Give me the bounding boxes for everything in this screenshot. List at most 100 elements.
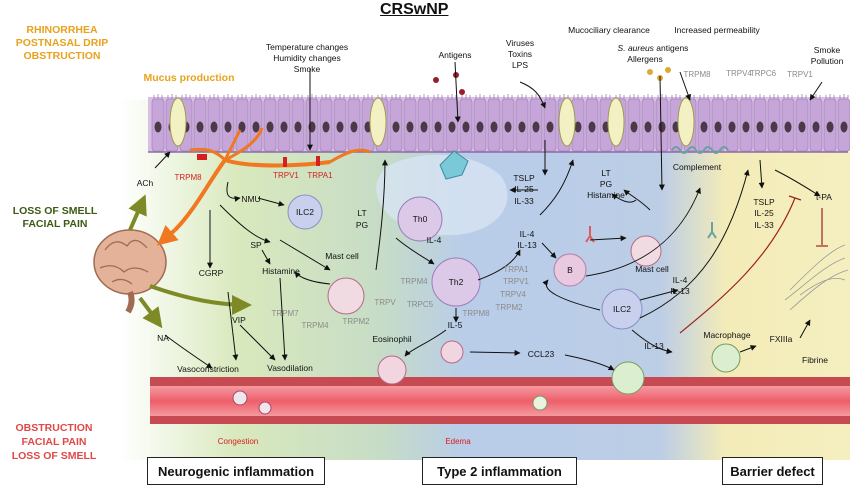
label-cgrp: CGRP [199,268,224,278]
label-humidity-changes: Humidity changes [273,53,341,63]
label-trpv-left: TRPV [374,298,396,307]
diagram-title: CRSwNP [380,1,449,18]
label-trpm7: TRPM7 [271,309,299,318]
label-il5: IL-5 [448,320,463,330]
vessel-cells [232,390,548,415]
label-trpm4-th2: TRPM4 [400,277,428,286]
label-trpm8-red: TRPM8 [174,173,202,182]
sensory-nerve [156,127,371,246]
label-allergens: Allergens [627,54,662,64]
side-loss-of-smell-bottom: LOSS OF SMELL [12,450,97,462]
ilc2-cell-right [601,288,643,330]
label-lps: LPS [512,60,528,70]
label-pollution: Pollution [811,56,844,66]
label-ilc2-left: ILC2 [296,207,314,217]
brain-output-arrows [128,194,252,329]
epithelium-layer [148,94,850,153]
label-trpa1-th2: TRPA1 [503,265,529,274]
signaling-arrows [154,61,823,371]
vessel-wall-top [150,377,850,386]
mast-cell-left [327,277,365,315]
label-lt-left: LT [357,208,366,218]
section-neurogenic: Neurogenic inflammation [147,457,325,485]
cells [287,150,741,395]
label-il4-th0: IL-4 [427,235,442,245]
side-obstruction-bottom: OBSTRUCTION [16,422,93,434]
label-b-cell: B [567,265,573,275]
label-fibrine: Fibrine [802,355,828,365]
antigen-particles [433,72,465,95]
label-il33-right: IL-33 [754,220,774,230]
label-il25-right: IL-25 [754,208,774,218]
label-pg-right: PG [600,179,612,189]
label-trpv1-th2: TRPV1 [503,277,529,286]
label-il13-right: IL-13 [670,286,690,296]
label-na: NA [157,333,169,343]
label-antigens: Antigens [438,50,471,60]
complement-chain [671,146,729,154]
label-il33-mid: IL-33 [514,196,534,206]
label-il13-mid: IL-13 [517,240,537,250]
label-lt-right: LT [601,168,610,178]
blood-vessel [150,386,850,416]
label-trpc6-top: TRPC6 [750,69,777,78]
label-tslp-right: TSLP [753,197,775,207]
ilc2-cell-left [287,194,323,230]
label-s-aureus-antigens: S. aureus antigens [618,43,689,53]
label-il25-mid: IL-25 [514,184,534,194]
label-histamine-left: Histamine [262,266,300,276]
label-ccl23: CCL23 [528,349,555,359]
allergen-particles [647,67,671,81]
label-viruses: Viruses [506,38,534,48]
b-cell [553,253,587,287]
fibrin-strands [784,244,849,311]
label-trpv1-red: TRPV1 [273,171,299,180]
label-th0: Th0 [413,214,428,224]
label-il4-mid: IL-4 [520,229,535,239]
label-temperature-changes: Temperature changes [266,42,348,52]
eosinophil-2 [440,340,464,364]
label-vasoconstriction: Vasoconstriction [177,364,239,374]
trpv1-channel [283,157,287,167]
label-ilc2-right: ILC2 [613,304,631,314]
label-trpm2-th2: TRPM2 [495,303,523,312]
label-eosinophil: Eosinophil [372,334,411,344]
label-edema: Edema [445,437,471,446]
side-postnasal-drip: POSTNASAL DRIP [16,37,109,49]
trpa1-channel [316,156,320,166]
label-trpm8-top: TRPM8 [683,70,711,79]
label-trpv4-th2: TRPV4 [500,290,526,299]
label-congestion: Congestion [218,437,258,446]
label-mucus-production: Mucus production [144,72,235,84]
label-trpm4-left: TRPM4 [301,321,329,330]
macrophage-cell [711,343,741,373]
mast-cell-right [630,235,662,267]
label-s-aureus: S. aureus [618,43,655,53]
dendritic-cell [439,150,469,180]
label-antigens-suffix: antigens [654,43,689,53]
label-il4-right: IL-4 [673,275,688,285]
label-trpm2-left: TRPM2 [342,317,370,326]
label-mast-cell-left: Mast cell [325,251,359,261]
label-mast-cell-right: Mast cell [635,264,669,274]
label-trpv1-top: TRPV1 [787,70,813,79]
side-facial-pain-bottom: FACIAL PAIN [22,436,87,448]
label-vip: VIP [232,315,246,325]
label-trpm8-th2: TRPM8 [462,309,490,318]
th0-cell [397,196,443,242]
eosinophil-1 [377,355,407,385]
label-ach: ACh [137,178,154,188]
section-type2: Type 2 inflammation [422,457,577,485]
label-macrophage: Macrophage [703,330,751,340]
side-obstruction-top: OBSTRUCTION [24,50,101,62]
label-trpc5: TRPC5 [407,300,434,309]
inhibition-lines [679,195,828,334]
monocyte [611,361,645,395]
th2-cell [431,257,481,307]
vessel-wall-bottom [150,416,850,424]
trpm8-channel [197,154,207,160]
side-rhinorrhea: RHINORRHEA [26,24,98,36]
side-loss-of-smell-mid: LOSS OF SMELL [13,205,98,217]
